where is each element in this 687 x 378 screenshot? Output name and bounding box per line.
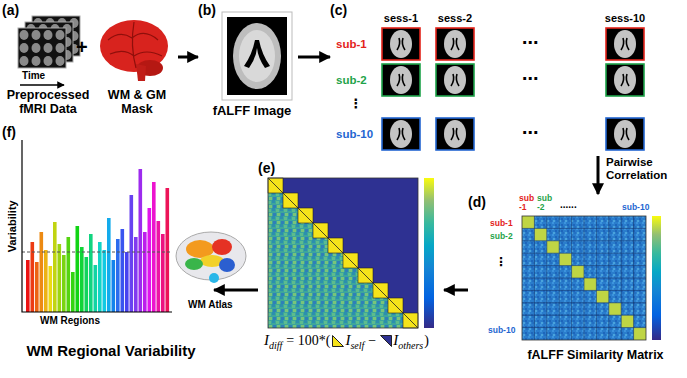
formula-symbol: I xyxy=(393,332,398,349)
flow-arrow xyxy=(444,289,468,292)
figure-panel: (b) fALFF Image xyxy=(198,2,298,122)
panel-caption: WM & GM Mask xyxy=(98,88,176,117)
ellipsis: ⋯ xyxy=(505,34,555,52)
matrix-axis-label: sub -1 xyxy=(519,194,534,211)
axis-title: WM Regions xyxy=(40,315,100,327)
ellipsis: ⋮ xyxy=(348,97,364,112)
panel-letter: (b) xyxy=(198,2,216,18)
panel-letter: (d) xyxy=(468,194,486,210)
formula-text: = 100*( xyxy=(286,333,330,349)
flow-arrow xyxy=(178,56,198,59)
formula-subscript: others xyxy=(398,340,423,351)
panel-letter: (a) xyxy=(2,2,19,18)
subject-label: sub-2 xyxy=(336,74,367,87)
matrix-axis-label: sub-10 xyxy=(488,326,515,336)
figure-panel: (a) TimePreprocessed fMRI Data + WM & GM Ma… xyxy=(2,2,178,122)
self-triangle-icon xyxy=(332,335,344,347)
plus-sign: + xyxy=(76,36,88,59)
ellipsis: ...... xyxy=(560,199,577,211)
ellipsis: ⋯ xyxy=(505,124,555,142)
axis-title: Variability xyxy=(6,200,19,252)
panel-letter: (c) xyxy=(330,2,347,18)
panel-letter: (e) xyxy=(258,160,275,176)
session-label: sess-1 xyxy=(381,12,421,25)
matrix-axis-label: sub-1 xyxy=(490,219,513,229)
axis-note: Time xyxy=(22,70,45,82)
others-triangle-icon xyxy=(380,335,392,347)
edge-label: Pairwise Correlation xyxy=(606,156,684,182)
figure-panel: (c) xyxy=(330,2,685,156)
formula-subscript: diff xyxy=(269,340,282,351)
matrix-axis-label: sub-2 xyxy=(490,232,513,242)
session-label: sess-2 xyxy=(435,12,475,25)
flow-arrow xyxy=(298,56,330,59)
formula-symbol: I xyxy=(264,332,269,349)
formula-subscript: self xyxy=(350,340,364,351)
session-label: sess-10 xyxy=(600,12,650,25)
flow-arrow xyxy=(214,289,258,292)
formula-text: ) xyxy=(424,333,429,349)
panel-caption: WM Regional Variability xyxy=(8,342,214,359)
atlas-label: WM Atlas xyxy=(188,299,233,311)
panel-letter: (f) xyxy=(2,124,16,140)
formula-text: − xyxy=(368,333,376,349)
ellipsis: ⋮ xyxy=(494,256,508,270)
panel-caption: fALFF Image xyxy=(206,104,298,119)
formula-group: Idiff = 100*( Iself− Iothers) xyxy=(264,332,429,349)
formula-symbol: I xyxy=(345,332,350,349)
panel-caption: Preprocessed fMRI Data xyxy=(2,88,94,117)
figure-panel: (e) xyxy=(258,160,444,350)
ellipsis: ⋯ xyxy=(505,70,555,88)
matrix-axis-label: sub-10 xyxy=(622,203,649,213)
panel-caption: fALFF Similarity Matrix xyxy=(508,348,683,362)
flow-arrow xyxy=(597,156,600,194)
matrix-axis-label: sub -2 xyxy=(537,194,552,211)
subject-label: sub-1 xyxy=(336,38,367,51)
subject-label: sub-10 xyxy=(336,128,373,141)
figure-panel: (f) WM Regional Variability xyxy=(0,122,214,376)
